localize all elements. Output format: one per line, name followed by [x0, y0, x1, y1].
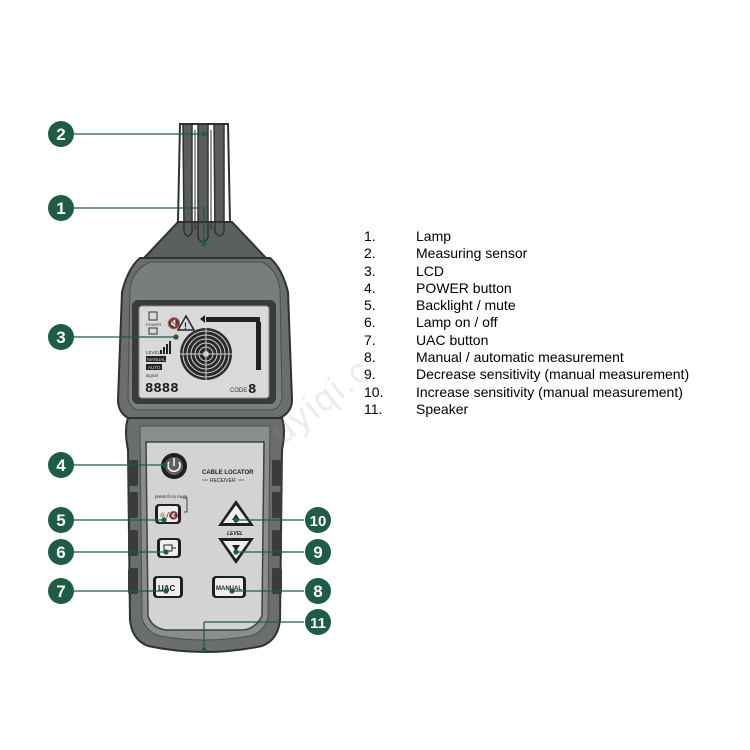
uac-button[interactable]: UAC: [153, 576, 183, 598]
panel-title: CABLE LOCATOR: [202, 470, 254, 476]
svg-text:10: 10: [310, 513, 327, 530]
lcd-digits: 8888: [145, 381, 179, 397]
legend-text: UAC button: [416, 331, 489, 348]
leader-1: [74, 207, 207, 247]
lcd-screen: POWER LEVEL MANUAL AUTO signal 8888 🔇 !: [132, 300, 276, 404]
lcd-signal-label: signal: [146, 373, 158, 378]
lamp-button[interactable]: [157, 538, 181, 558]
leader-10: [233, 517, 304, 523]
leader-6: [74, 549, 169, 555]
leader-9: [233, 549, 304, 555]
legend-text: Increase sensitivity (manual measurement…: [416, 383, 683, 400]
svg-text:8: 8: [313, 582, 322, 601]
mute-icon: 🔇: [167, 317, 181, 330]
lcd-bargraph: [200, 315, 261, 370]
legend-text: LCD: [416, 262, 445, 279]
legend-number: 3.: [364, 262, 376, 279]
callout-badge-8: 8: [305, 578, 331, 604]
callout-badge-4: 4: [48, 452, 74, 478]
power-button[interactable]: [161, 453, 187, 479]
legend-text: Lamp: [416, 228, 452, 244]
lcd-code-value: 8: [248, 382, 256, 398]
lcd-power-label: POWER: [146, 322, 161, 327]
svg-text:9: 9: [313, 543, 322, 562]
legend-number: 7.: [364, 331, 376, 348]
lcd-auto-label: AUTO: [148, 365, 161, 370]
legend-number: 5.: [364, 297, 376, 314]
manual-label: MANUAL: [216, 586, 242, 592]
legend-number: 2.: [364, 245, 376, 262]
legend-text: Decrease sensitivity (manual measurement…: [416, 366, 690, 383]
manual-button[interactable]: MANUAL: [212, 576, 246, 598]
callout-badge-6: 6: [48, 539, 74, 565]
lcd-bars-icon: [160, 341, 171, 354]
svg-text:!: !: [184, 321, 187, 331]
legend-number: 10.: [364, 383, 384, 400]
svg-text:3: 3: [56, 328, 65, 347]
svg-text:2: 2: [56, 125, 65, 144]
backlight-mute-button[interactable]: ☼/🔇: [155, 504, 181, 524]
leader-7: [74, 588, 169, 594]
arrow-down-icon: [232, 545, 240, 551]
backlight-icon: ☼/🔇: [159, 510, 179, 520]
lcd-manual-label: MANUAL: [147, 357, 166, 362]
callout-badge-7: 7: [48, 578, 74, 604]
callout-badge-9: 9: [305, 539, 331, 565]
callout-badge-11: 11: [305, 609, 331, 635]
callout-badge-2: 2: [48, 121, 74, 147]
leader-4: [74, 462, 168, 468]
legend-text: Manual / automatic measurement: [416, 349, 624, 366]
callout-badge-1: 1: [48, 195, 74, 221]
legend-number: 8.: [364, 349, 376, 366]
callout-badge-3: 3: [48, 324, 74, 350]
legend-text: Backlight / mute: [416, 297, 516, 314]
leader-8: [229, 588, 304, 594]
side-grips: [128, 460, 282, 594]
svg-text:6: 6: [56, 543, 65, 562]
lcd-level-label: LEVEL: [146, 350, 161, 355]
legend-number: 6.: [364, 314, 376, 331]
legend-number: 11.: [364, 400, 383, 417]
legend-text: Lamp on / off: [416, 314, 498, 331]
svg-text:1: 1: [56, 199, 65, 218]
lcd-code-label: CODE: [230, 388, 247, 394]
level-label: LEVEL: [227, 531, 243, 537]
lcd-target: [180, 328, 232, 380]
svg-text:5: 5: [56, 511, 65, 530]
measuring-sensor: [176, 123, 232, 243]
legend-text: POWER button: [416, 279, 512, 296]
legend-text: Measuring sensor: [416, 245, 528, 262]
legend-number: 4.: [364, 279, 376, 296]
svg-text:7: 7: [56, 582, 65, 601]
legend-number: 1.: [364, 228, 376, 244]
leader-5: [74, 517, 167, 523]
legend-number: 9.: [364, 366, 376, 383]
callout-badge-5: 5: [48, 507, 74, 533]
legend-text: Speaker: [416, 400, 469, 417]
leader-3: [74, 334, 179, 340]
svg-text:4: 4: [56, 456, 66, 475]
press-fn-mute-label: press fn to mute: [155, 494, 188, 499]
panel-subtitle: RECEIVER: [210, 478, 236, 484]
leader-11: [201, 621, 304, 653]
callout-badge-10: 10: [305, 507, 331, 533]
leader-2: [74, 131, 207, 137]
warning-icon: [176, 314, 196, 331]
svg-text:11: 11: [310, 615, 326, 632]
